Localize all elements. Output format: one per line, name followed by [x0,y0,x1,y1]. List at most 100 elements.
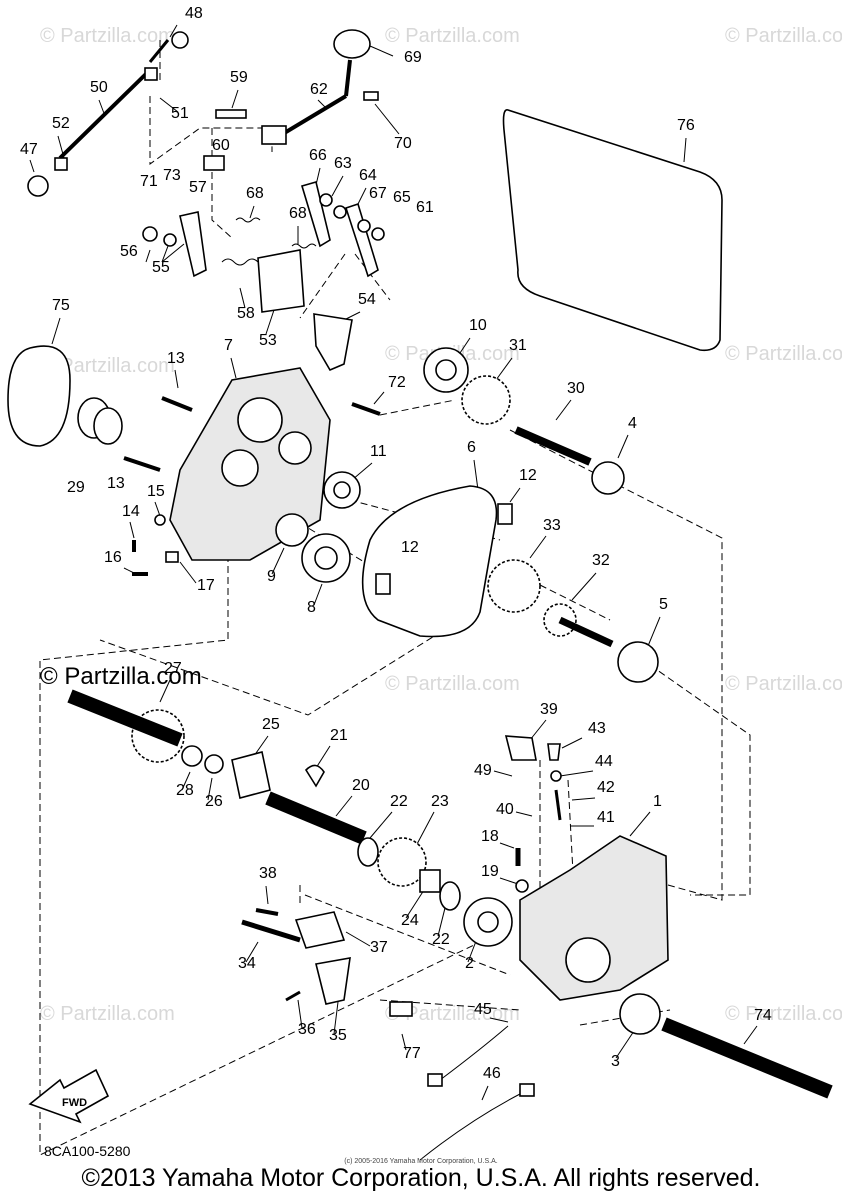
part-callout-62: 62 [310,81,328,98]
washer-22 [357,837,379,867]
part-callout-70: 70 [394,135,412,152]
watermark: © Partzilla.com [40,1003,175,1025]
dog-clutch-25 [231,751,271,799]
part-callout-59: 59 [230,69,248,86]
bearing-5 [617,641,659,683]
part-callout-73: 73 [163,167,181,184]
part-callout-47: 47 [20,141,38,158]
part-callout-31: 31 [509,337,527,354]
part-callout-58: 58 [237,305,255,322]
dowel-12 [497,503,513,525]
watermark: © Partzilla.com [725,673,842,695]
part-callout-50: 50 [90,79,108,96]
shaft-32 [558,616,614,648]
part-callout-66: 66 [309,147,327,164]
part-callout-35: 35 [329,1027,347,1044]
part-callout-64: 64 [359,167,377,184]
dowel-12b [375,573,391,595]
part-callout-54: 54 [358,291,376,308]
ball-joint-48 [171,31,189,49]
axle-74 [661,1017,833,1099]
shift-lever [344,59,352,97]
collar-77 [389,1001,413,1017]
shift-fork-37 [294,911,346,949]
bearing-10-inner [435,359,457,381]
part-callout-12: 12 [401,539,419,556]
part-callout-63: 63 [334,155,352,172]
part-callout-46: 46 [483,1065,501,1082]
part-callout-41: 41 [597,809,615,826]
bore [237,397,283,443]
watermark-layer: © Partzilla.com © Partzilla.com © Partzi… [40,25,842,1025]
part-callout-11: 11 [370,443,387,460]
ball-joint-stud [148,39,170,63]
nut-61 [371,227,385,241]
lever-57 [179,211,207,278]
watermark: © Partzilla.com [385,673,520,695]
shift-rod [58,68,152,160]
drawing-code: 8CA100-5280 [44,1143,131,1159]
watermark: © Partzilla.com [725,25,842,47]
part-callout-14: 14 [122,503,140,520]
gear-23 [377,837,427,887]
fwd-arrow: FWD [28,1068,110,1124]
part-callout-21: 21 [330,727,348,744]
crankcase-right [519,835,669,1001]
bearing-8-inner [314,546,338,570]
collar-17 [165,551,179,563]
part-callout-52: 52 [52,115,70,132]
part-callout-60: 60 [212,137,230,154]
fwd-arrow-icon [28,1068,110,1124]
assembly-dashed-lines [39,40,751,1156]
part-callout-37: 37 [370,939,388,956]
parts-layer [7,29,833,1161]
part-callout-51: 51 [171,105,189,122]
watermark-main: © Partzilla.com [40,663,202,690]
bearing-11-inner [333,481,351,499]
shift-fork-35 [315,957,351,1005]
pin-36 [285,990,301,1002]
part-callout-16: 16 [104,549,122,566]
part-callout-57: 57 [189,179,207,196]
shift-knob [333,29,371,59]
detent-spring-42 [554,789,562,821]
part-callout-75: 75 [52,297,70,314]
part-callout-49: 49 [474,762,492,779]
washer-56 [142,226,158,242]
part-callout-1: 1 [653,793,662,810]
part-callout-76: 76 [677,117,695,134]
bore [278,431,312,465]
part-callout-74: 74 [754,1007,772,1024]
part-callout-42: 42 [597,779,615,796]
gear-33 [487,559,541,613]
part-callout-25: 25 [262,716,280,733]
bracket-53 [257,249,305,313]
part-callout-5: 5 [659,596,668,613]
part-callout-56: 56 [120,243,138,260]
pin-70 [363,91,379,101]
part-callout-15: 15 [147,483,165,500]
plate-54 [313,313,353,372]
washer-55 [163,233,177,247]
lever-67 [344,202,379,278]
collar-60 [203,155,225,171]
part-callout-13: 13 [167,350,185,367]
seal-29b [93,407,123,445]
part-callout-53: 53 [259,332,277,349]
washer-22b [439,881,461,911]
gear-31 [461,375,511,425]
leader-lines [29,24,758,1101]
small-copyright: (c) 2005-2016 Yamaha Motor Corporation, … [344,1158,498,1165]
part-callout-22: 22 [390,793,408,810]
bolt-38 [255,908,279,916]
part-callout-27: 27 [164,660,182,677]
part-callout-9: 9 [267,568,276,585]
part-callout-44: 44 [595,753,613,770]
washer-65 [357,219,371,233]
bolt-13 [161,396,193,412]
connector [427,1073,443,1087]
part-callout-7: 7 [224,337,233,354]
part-callout-72: 72 [388,374,406,391]
part-callout-3: 3 [611,1053,620,1070]
part-callout-34: 34 [238,955,256,972]
